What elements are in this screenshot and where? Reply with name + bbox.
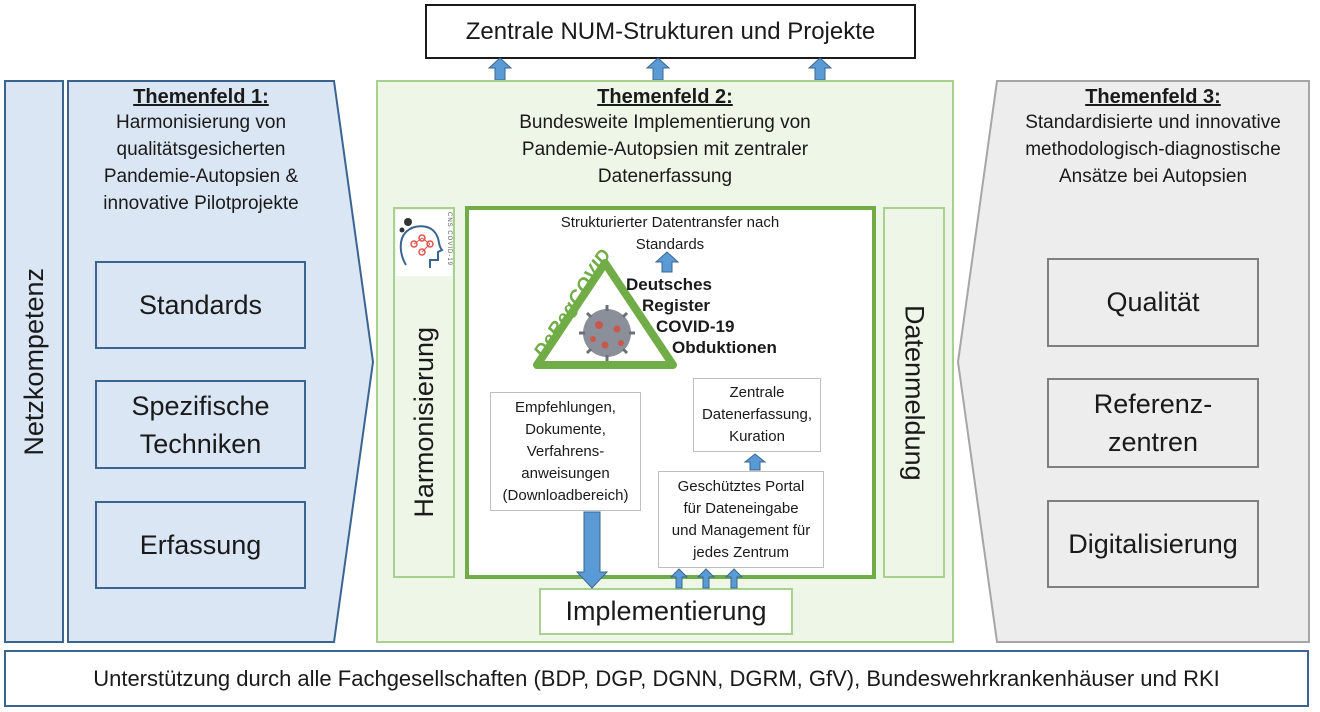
themenfeld-2-text: Themenfeld 2: Bundesweite Implementierun…: [380, 86, 950, 190]
referenz-label: Referenz-: [1093, 389, 1213, 419]
deregcovid-logo: [533, 259, 677, 369]
implementierung-label: Implementierung: [565, 596, 767, 626]
support-text: Unterstützung durch alle Fachgesellschaf…: [93, 665, 1220, 691]
transfer-line: Strukturierter Datentransfer nach: [560, 214, 780, 231]
erfassung-label: Erfassung: [139, 529, 262, 560]
top-title: Zentrale NUM-Strukturen und Projekte: [465, 17, 876, 45]
network-node: [410, 240, 418, 248]
register-line: COVID-19: [656, 317, 735, 336]
empfehlungen-line: Verfahrens-: [526, 442, 605, 460]
qualitaet-box: Qualität: [1047, 258, 1259, 347]
empfehlungen-line: (Downloadbereich): [502, 486, 629, 504]
themenfeld-3-heading: Themenfeld 3:: [1085, 86, 1221, 108]
zentren-label: zentren: [1107, 427, 1199, 457]
support-bar: Unterstützung durch alle Fachgesellschaf…: [4, 650, 1309, 707]
portal-line: jedes Zentrum: [693, 543, 789, 561]
themenfeld-1-line: qualitätsgesicherten: [116, 139, 286, 160]
zentrale-datenerfassung-box: Zentrale Datenerfassung, Kuration: [693, 378, 821, 452]
zentrale-line: Datenerfassung,: [701, 406, 813, 423]
cns-covid-sidebar-text: CNS COVID-19: [446, 212, 452, 267]
empfehlungen-line: Empfehlungen,: [515, 398, 616, 416]
themenfeld-3-text: Themenfeld 3: Standardisierte und innova…: [1000, 86, 1306, 190]
netzkompetenz-column: Netzkompetenz: [4, 80, 64, 643]
coronavirus-icon: [579, 305, 635, 361]
transfer-text: Strukturierter Datentransfer nach Standa…: [480, 212, 860, 256]
themenfeld-2-line: Pandemie-Autopsien mit zentraler: [521, 139, 809, 160]
themenfeld-2-line: Bundesweite Implementierung von: [519, 112, 811, 133]
network-node: [426, 240, 434, 248]
datenmeldung-box: Datenmeldung: [883, 207, 945, 578]
empfehlungen-box: Empfehlungen, Dokumente, Verfahrens- anw…: [490, 392, 641, 511]
register-line: Obduktionen: [672, 338, 777, 357]
themenfeld-1-line: innovative Pilotprojekte: [103, 193, 299, 214]
empfehlungen-line: Dokumente,: [525, 420, 606, 438]
transfer-line: Standards: [635, 236, 705, 253]
cns-covid-logo: CNS COVID-19: [396, 210, 452, 276]
themenfeld-3-line: methodologisch-diagnostische: [1025, 139, 1281, 160]
themenfeld-2-heading: Themenfeld 2:: [597, 86, 733, 108]
standards-label: Standards: [138, 289, 263, 320]
themenfeld-1-heading: Themenfeld 1:: [133, 86, 269, 108]
portal-line: für Dateneingabe: [683, 499, 799, 517]
virus-icon: [404, 218, 412, 226]
head-silhouette-icon: [399, 225, 444, 268]
themenfeld-1-line: Harmonisierung von: [115, 112, 287, 133]
implementierung-box: Implementierung: [539, 588, 793, 635]
qualitaet-label: Qualität: [1106, 287, 1200, 317]
spezifische-techniken-box: Spezifische Techniken: [95, 380, 306, 469]
themenfeld-3-line: Ansätze bei Autopsien: [1058, 166, 1248, 187]
referenzzentren-box: Referenz- zentren: [1047, 378, 1259, 468]
register-line: Register: [642, 296, 711, 315]
empfehlungen-line: anweisungen: [521, 464, 610, 482]
erfassung-box: Erfassung: [95, 501, 306, 589]
network-node: [418, 248, 426, 256]
portal-line: Geschütztes Portal: [677, 477, 805, 495]
standards-box: Standards: [95, 261, 306, 349]
digitalisierung-label: Digitalisierung: [1068, 528, 1238, 559]
spezifische-label: Spezifische: [131, 390, 270, 421]
themenfeld-1-line: Pandemie-Autopsien &: [103, 166, 299, 187]
top-box: Zentrale NUM-Strukturen und Projekte: [425, 4, 916, 59]
register-name: Deutsches Register COVID-19 Obduktionen: [610, 274, 810, 358]
themenfeld-3-line: Standardisierte und innovative: [1025, 112, 1281, 133]
zentrale-line: Kuration: [729, 428, 785, 445]
network-node: [418, 234, 426, 242]
virus-icon: [399, 227, 405, 233]
register-line: Deutsches: [626, 275, 712, 294]
portal-line: und Management für: [671, 521, 811, 539]
themenfeld-1-text: Themenfeld 1: Harmonisierung von qualitä…: [70, 86, 332, 217]
zentrale-line: Zentrale: [729, 384, 785, 401]
digitalisierung-box: Digitalisierung: [1047, 500, 1259, 588]
themenfeld-2-line: Datenerfassung: [597, 166, 733, 187]
datenmeldung-label: Datenmeldung: [899, 304, 930, 481]
techniken-label: Techniken: [139, 428, 262, 459]
portal-box: Geschütztes Portal für Dateneingabe und …: [658, 471, 824, 568]
